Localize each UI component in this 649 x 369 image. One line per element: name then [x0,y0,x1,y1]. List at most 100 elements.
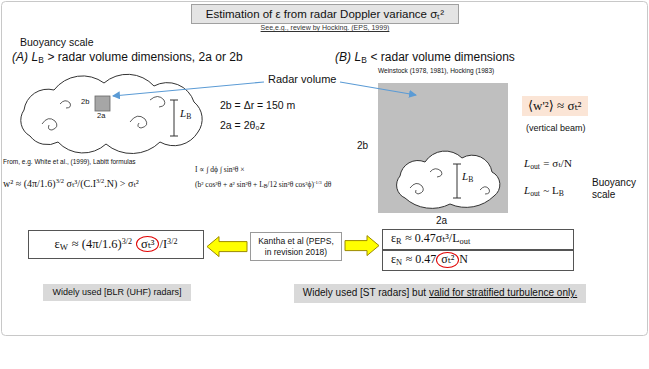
reference-box: Kantha et al (PEPS, in revision 2018) [250,232,342,261]
block-arrow [207,237,247,257]
block-arrow [345,236,379,256]
label-line: (B)LB< radar volume dimensions [335,50,515,65]
eddy-curl [130,116,147,128]
label-text: (vertical beam) [526,123,586,133]
scale-bracket [453,164,461,198]
label-line: Buoyancy scale [20,36,94,49]
label-text: > radar volume dimensions, 2a or 2b [47,50,242,64]
label-text: Radar volume [268,73,336,85]
node-text: σₜ² [436,252,459,268]
eddy-curl [430,169,442,177]
label-line: (vertical beam) [526,123,586,134]
node-text: ε [391,252,396,266]
turbulence-cloud [21,74,202,153]
eddy-curl [60,101,71,108]
label-text: L [524,157,530,169]
turbulence-cloud [397,151,500,208]
scale-bracket [170,100,178,136]
slide-title: Estimation of ε from radar Doppler varia… [206,8,444,20]
radar-volume-small [95,96,110,111]
label-text: ~ L [543,184,558,196]
leader-line [113,82,264,96]
label-line: 2a [97,111,105,120]
label-text: (A) [12,50,28,64]
label-text: 3/2 [96,177,104,184]
label-text: 2b [357,140,368,151]
label-text: See,e.g., review by Hocking. (EPS, 1999) [261,24,390,31]
label-line: (b² cos²θ + a² sin²θ + LB/12 sin²θ cos²ϕ… [195,180,331,190]
label-line: w² ≈ (4π/1.6)3/2σₜ³/(C.I3/2.N) > σₜ² [3,177,139,190]
label-text: -1/3 [314,180,322,185]
label-text: Buoyancy scale [592,177,636,200]
label-text: 2a [97,111,105,120]
title-box: Estimation of ε from radar Doppler varia… [191,4,459,24]
label-line: Weinstock (1978, 1981), Hocking (1983) [378,67,494,75]
label-line: LB [462,170,473,184]
node-text: R [396,237,402,246]
label-text: B [264,183,268,189]
label-text: 2a [436,215,447,226]
node-text: ε [391,231,396,245]
radar-volume-large [378,83,508,213]
label-text: 3/2 [56,177,64,184]
label-line: 2b [357,140,368,152]
label-text: 2b = Δr = 150 m [220,99,295,111]
label-line: Lout= σₜ/N [524,157,572,171]
label-text: /12 sin²θ cos²ϕ) [267,180,314,189]
variance-box: ⟨w'²⟩ ≈ σₜ² [522,96,588,116]
label-text: I ∝ ∫ dϕ ∫ sin³θ × [195,165,244,174]
label-text: 2a = 2θ₀z [220,119,265,131]
node-text: Kantha et al (PEPS, in revision 2018) [258,236,334,257]
label-line: 2a = 2θ₀z [220,119,265,132]
node-text: 3/2 [167,237,177,246]
label-line: From, e.g. White et al., (1999), Labitt … [3,158,136,166]
label-line: See,e.g., review by Hocking. (EPS, 1999) [261,24,390,32]
node-text: ε [55,237,60,251]
node-text: ≈ (4π/1.6) [72,237,122,251]
node-text: ≈ 0.47 [406,252,437,266]
label-text: (B) [335,50,351,64]
eddy-curl [480,187,490,194]
label-text: out [530,162,540,171]
label-text: L [524,184,530,196]
label-text: w² ≈ (4π/1.6) [3,178,56,189]
label-text: L [355,50,362,64]
label-line: LB [180,107,191,121]
label-text: L [180,107,186,119]
node-text: N [396,258,402,267]
label-line: I ∝ ∫ dϕ ∫ sin³θ × [195,165,244,174]
label-text: L [32,50,39,64]
label-text: σₜ³/(C.I [67,178,96,189]
node-text: σₜ³ [136,236,160,252]
label-text: 2b [81,97,89,106]
label-text: = σₜ/N [543,157,572,169]
node-text: ⟨w'²⟩ ≈ σₜ² [528,98,582,113]
label-text: Buoyancy scale [20,36,94,48]
label-text: B [38,55,44,65]
note-box: Widely used [ST radars] butvalid for str… [294,284,586,303]
label-line: 2b [81,97,89,106]
slide-border [2,2,648,336]
label-text: B [468,175,473,184]
label-text: B [559,189,564,198]
node-text: N [459,252,468,266]
label-line: 2b = Δr = 150 m [220,99,295,112]
label-text: out [530,189,540,198]
leader-line [340,82,416,95]
eddy-curl [42,119,57,130]
label-text: .N) > σₜ² [104,178,139,189]
label-text: L [462,170,468,182]
label-line: Lout~ LB [524,184,564,198]
formula-box: εW≈ (4π/1.6)3/2σₜ³/I3/2 [28,230,204,259]
label-text: (b² cos²θ + a² sin²θ + L [195,180,264,189]
eddy-curl [150,97,165,108]
node-text: Widely used [BLR (UHF) radars] [52,287,181,297]
node-text: 3/2 [122,237,132,246]
node-text: Widely used [ST radars] but [303,287,426,298]
label-text: Weinstock (1978, 1981), Hocking (1983) [378,67,494,74]
label-text: < radar volume dimensions [370,50,514,64]
label-line: 2a [436,215,447,227]
node-text: W [60,242,68,252]
node-text: out [460,237,471,246]
